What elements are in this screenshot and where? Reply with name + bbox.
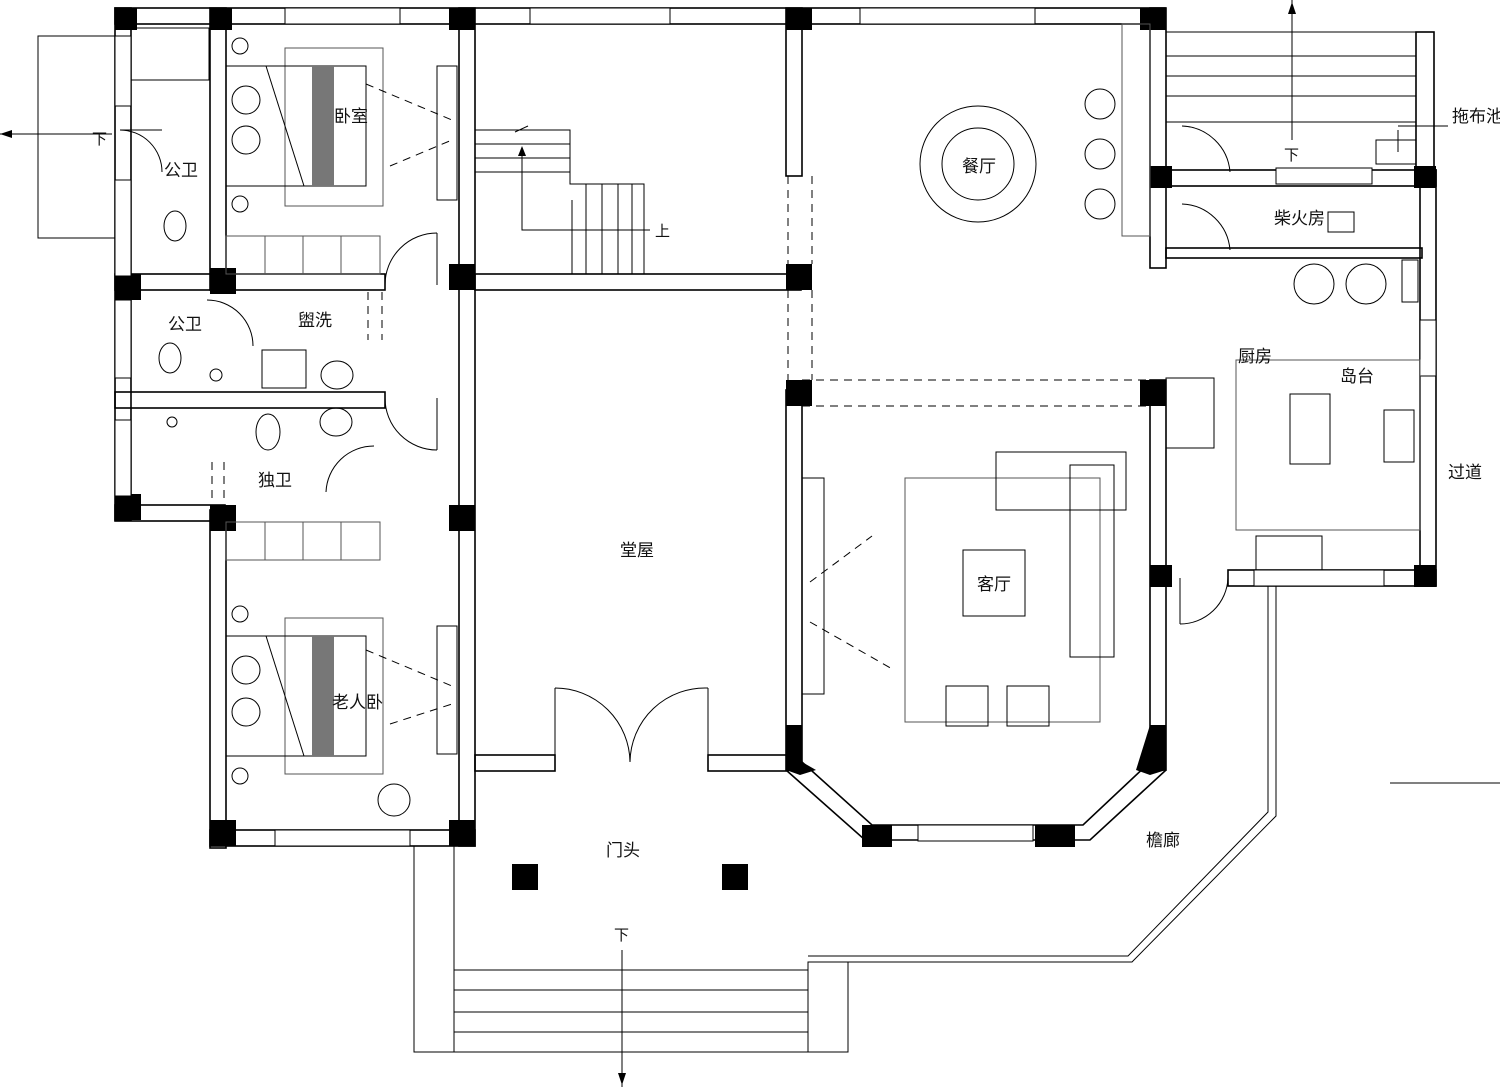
label-entrance: 门头 [606, 841, 640, 861]
label-dining: 餐厅 [962, 157, 996, 177]
label-stair-up: 上 [655, 222, 670, 240]
label-stair-down-left: 下 [92, 130, 107, 148]
label-elder-bedroom: 老人卧 [332, 693, 383, 713]
living-furniture [801, 451, 1127, 727]
label-public-wc-mid: 公卫 [168, 315, 202, 335]
label-main-hall: 堂屋 [620, 541, 654, 561]
openings [211, 176, 1150, 500]
bathroom-fixtures [130, 27, 354, 451]
label-mop-sink: 拖布池 [1452, 107, 1500, 127]
label-veranda: 檐廊 [1146, 831, 1180, 851]
label-kitchen: 厨房 [1238, 347, 1272, 367]
label-passage: 过道 [1448, 463, 1482, 483]
label-master-bedroom: 卧室 [334, 107, 368, 127]
label-living: 客厅 [977, 575, 1011, 595]
elder-bedroom-furniture [225, 521, 458, 817]
label-firewood-room: 柴火房 [1274, 209, 1325, 229]
dining-furniture [919, 23, 1151, 237]
label-public-wc-top: 公卫 [164, 161, 198, 181]
label-stair-down-right: 下 [1284, 146, 1299, 164]
doors [119, 125, 1231, 763]
room-labels: 卧室 老人卧 餐厅 客厅 堂屋 厨房 岛台 柴火房 拖布池 过道 公卫 公卫 盥… [92, 107, 1500, 944]
label-private-wc: 独卫 [258, 471, 292, 491]
master-bedroom-furniture [225, 37, 458, 275]
interior-stair [475, 125, 650, 274]
label-island: 岛台 [1340, 367, 1374, 387]
kitchen-furniture [1165, 139, 1421, 571]
label-wash-room: 盥洗 [298, 311, 332, 331]
label-stair-down-front: 下 [614, 926, 629, 944]
